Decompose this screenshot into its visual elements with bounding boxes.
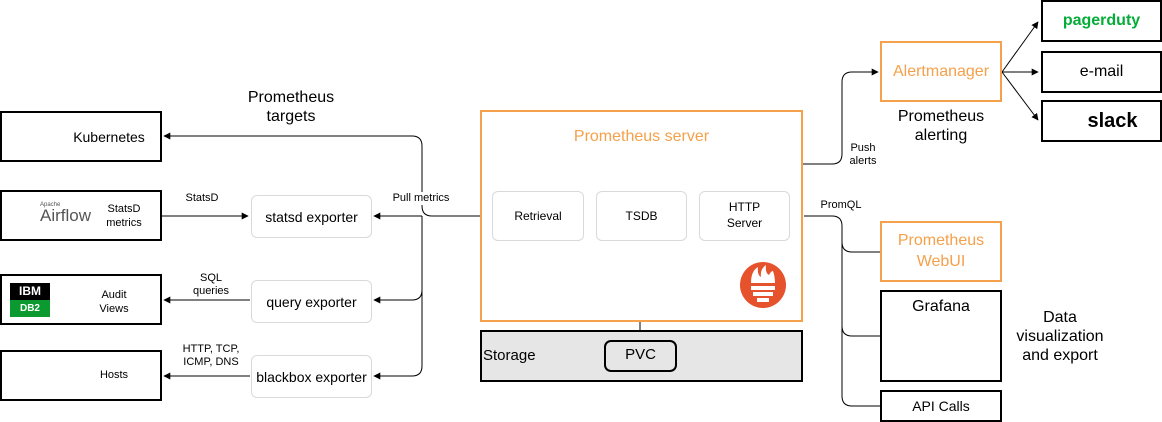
promql-bus (804, 215, 880, 407)
statsd-exporter-box: statsd exporter (251, 195, 372, 238)
db2-box: IBM DB2 Audit Views (0, 274, 162, 325)
blackbox-exporter-box: blackbox exporter (251, 355, 372, 398)
edge-label-sql: SQL queries (192, 272, 230, 298)
alertmanager-to-slack-edge (1001, 71, 1039, 121)
pull-to-query-edge (373, 216, 423, 304)
kubernetes-box: Kubernetes (0, 111, 162, 162)
webui-to-server-edge (841, 241, 880, 253)
airflow-label: StatsD metrics (106, 203, 142, 230)
grafana-to-server-edge (841, 325, 880, 337)
hosts-box: Hosts (0, 350, 162, 401)
kubernetes-label: Kubernetes (73, 128, 145, 145)
grafana-box: Grafana (880, 290, 1002, 382)
edge-label-push: Push alerts (849, 142, 877, 168)
airflow-box: Apache Airflow StatsD metrics (0, 190, 162, 241)
server-to-alertmanager-edge (802, 68, 879, 165)
ibm-logo: IBM (10, 283, 50, 300)
airflow-logo-small: Apache (40, 202, 61, 208)
edge-label-promql: PromQL (820, 199, 862, 211)
hosts-label: Hosts (99, 369, 129, 381)
edge-label-pull: Pull metrics (384, 192, 458, 206)
grafana-label: Grafana (912, 298, 970, 315)
blackbox-exporter-label: blackbox exporter (256, 368, 367, 385)
alertmanager-label: Alertmanager (892, 62, 990, 80)
pagerduty-logo: pagerduty (1062, 12, 1141, 29)
db2-label: Audit Views (99, 289, 129, 316)
connectors (162, 21, 1039, 407)
webui-box: Prometheus WebUI (880, 221, 1002, 282)
storage-label: Storage (483, 347, 536, 364)
alerting-title: Prometheus alerting (897, 108, 985, 145)
db2-logo: DB2 (10, 300, 50, 317)
api-calls-label: API Calls (912, 398, 970, 414)
ibm-db2-logo: IBM DB2 (10, 283, 50, 317)
tsdb-label: TSDB (625, 209, 658, 223)
pvc-box (604, 340, 677, 372)
retrieval-box: Retrieval (492, 191, 584, 241)
statsd-exporter-label: statsd exporter (265, 208, 358, 225)
retrieval-label: Retrieval (514, 209, 562, 223)
slack-label: slack (1087, 109, 1138, 132)
pagerduty-box: pagerduty (1041, 0, 1162, 42)
slack-box: slack (1041, 100, 1162, 142)
query-exporter-box: query exporter (251, 280, 372, 323)
pull-to-blackbox-edge (373, 290, 423, 380)
http-server-label: HTTP Server (726, 200, 763, 230)
query-exporter-label: query exporter (266, 293, 357, 310)
targets-title: Prometheus targets (247, 89, 335, 126)
tsdb-box: TSDB (596, 191, 687, 241)
api-calls-box: API Calls (880, 390, 1002, 422)
server-title: Prometheus server (573, 128, 710, 145)
dataviz-title: Data visualization and export (1016, 309, 1104, 365)
alertmanager-to-pagerduty-edge (1001, 21, 1039, 73)
http-server-box: HTTP Server (699, 191, 790, 241)
webui-label: Prometheus WebUI (897, 231, 985, 270)
airflow-logo-text: Airflow (40, 206, 92, 225)
alertmanager-box: Alertmanager (880, 41, 1002, 102)
email-box: e-mail (1041, 51, 1162, 93)
edge-label-blackbox: HTTP, TCP, ICMP, DNS (182, 343, 240, 369)
edge-label-statsd: StatsD (185, 192, 219, 204)
email-label: e-mail (1079, 63, 1124, 80)
prometheus-logo (740, 262, 786, 308)
pvc-label: PVC (625, 346, 656, 363)
pull-to-kubernetes-edge (163, 132, 492, 217)
